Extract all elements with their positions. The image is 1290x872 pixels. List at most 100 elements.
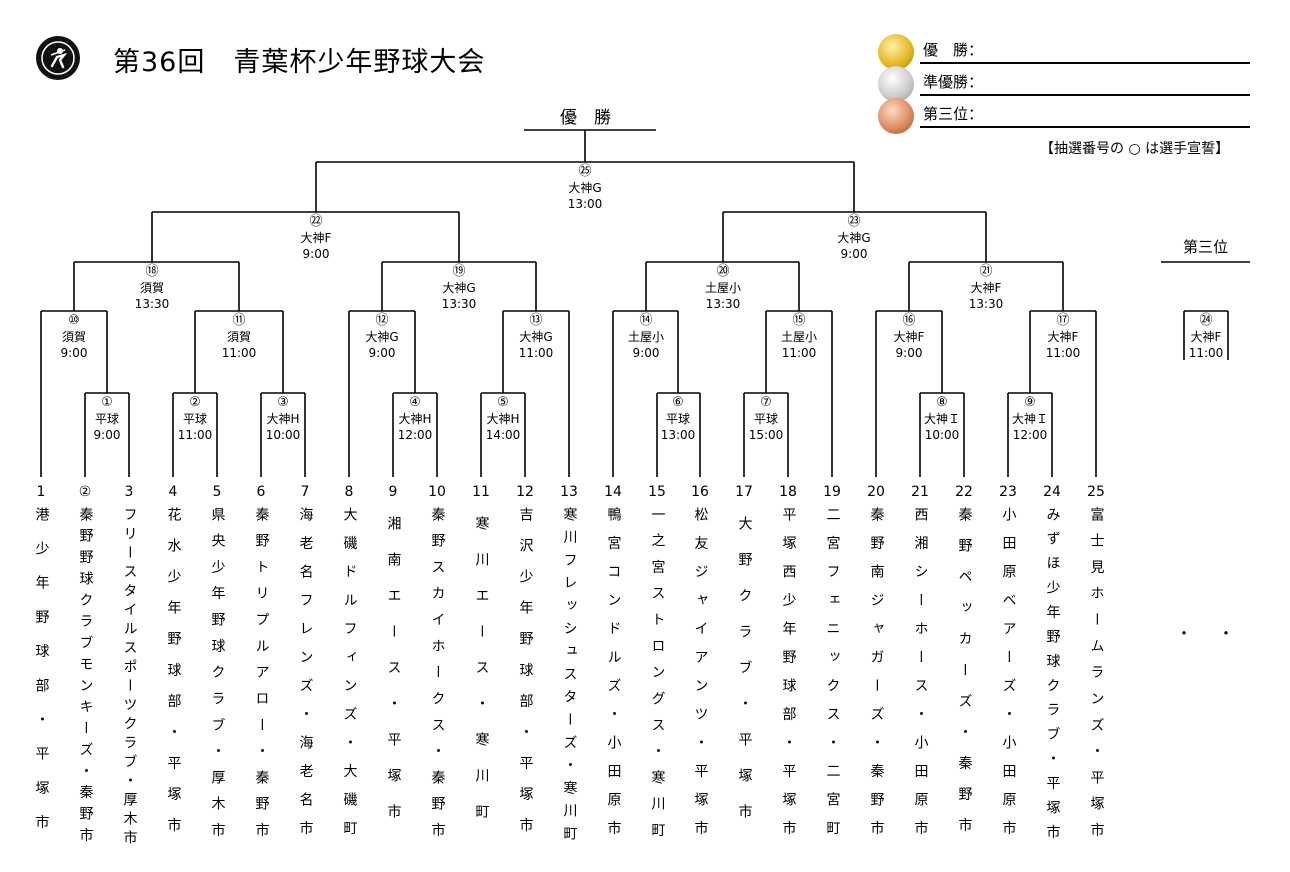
champion-row: 優 勝：: [878, 34, 1250, 70]
team-number: 8: [344, 484, 354, 500]
team-number: 12: [516, 484, 534, 500]
match-num: ⑳: [716, 264, 730, 279]
team-number: 21: [911, 484, 929, 500]
match-time: 9:00: [895, 346, 923, 360]
team-name: 二宮フェニックス・二宮町: [824, 507, 841, 849]
match-time: 11:00: [177, 428, 213, 442]
match-time: 9:00: [93, 428, 121, 442]
match-venue: 土屋小: [704, 281, 741, 295]
team-name: 秦野南ジャガーズ・秦野市: [868, 507, 885, 849]
match-time: 11:00: [1188, 346, 1224, 360]
team-number: 7: [300, 484, 310, 500]
match-time: 10:00: [924, 428, 960, 442]
third-place-row: 第三位：: [878, 98, 1250, 134]
team-number: 13: [560, 484, 578, 500]
team-name: 鴨宮コンドルズ・小田原市: [605, 507, 622, 849]
team-name: 寒川フレッシュスターズ・寒川町: [561, 507, 578, 849]
match-venue: 大神F: [1190, 330, 1222, 344]
team-number: 3: [124, 484, 134, 500]
team-entry: 21 西湘シーホース・小田原市: [902, 483, 938, 849]
team-number: 14: [604, 484, 622, 500]
match-venue: 平球: [182, 412, 207, 426]
match-venue: 大神F: [1047, 330, 1079, 344]
team-name: 寒川エース・寒川町: [473, 516, 490, 840]
team-name: 秦野野球クラブモンキーズ・秦野市: [77, 507, 94, 849]
match-venue: 大神Ｉ: [1011, 412, 1048, 426]
team-name: みずほ少年野球クラブ・平塚市: [1044, 507, 1061, 849]
match-num: ④: [409, 395, 421, 410]
match-time: 13:30: [968, 297, 1004, 311]
match-num: ⑤: [497, 395, 509, 410]
team-name: 小田原ベアーズ・小田原市: [1000, 507, 1017, 849]
match-num: ㉔: [1199, 313, 1213, 328]
match-time: 11:00: [221, 346, 257, 360]
team-name: 港少年野球部・平塚市: [33, 507, 50, 849]
match-venue: 大神G: [519, 330, 553, 344]
team-entry: 8 大磯ドルフィンズ・大磯町: [331, 483, 367, 849]
team-name: 西湘シーホース・小田原市: [912, 507, 929, 849]
match-num: ⑯: [902, 313, 916, 328]
match-time: 13:30: [134, 297, 170, 311]
team-number: 25: [1087, 484, 1105, 500]
match-num: ⑦: [760, 395, 772, 410]
match-venue: 大神H: [266, 412, 300, 426]
third-place-heading: 第三位: [1183, 238, 1229, 256]
team-number: 11: [472, 484, 490, 500]
team-name: 大磯ドルフィンズ・大磯町: [341, 507, 358, 849]
champion-line: [920, 62, 1250, 64]
team-number: 15: [648, 484, 666, 500]
team-number: 17: [735, 484, 753, 500]
match-num: ①: [101, 395, 113, 410]
match-num: ⑬: [529, 313, 543, 328]
match-num: ㉑: [979, 264, 993, 279]
team-number: 5: [212, 484, 222, 500]
match-time: 9:00: [632, 346, 660, 360]
match-time: 15:00: [748, 428, 784, 442]
match-time: 11:00: [518, 346, 554, 360]
runner-up-label: 準優勝：: [923, 73, 984, 91]
third-place-label: 第三位：: [923, 105, 984, 123]
team-name: 秦野ペッカーズ・秦野市: [956, 507, 973, 849]
match-num: ⑧: [936, 395, 948, 410]
team-name: 大野クラブ・平塚市: [736, 516, 753, 840]
match-time: 11:00: [1045, 346, 1081, 360]
match-num: ③: [277, 395, 289, 410]
match-venue: 土屋小: [780, 330, 817, 344]
match-time: 14:00: [485, 428, 521, 442]
match-num: ⑭: [639, 313, 653, 328]
team-number: 9: [388, 484, 398, 500]
team-number: 18: [779, 484, 797, 500]
team-name: 秦野スカイホークス・秦野市: [429, 507, 446, 849]
gold-medal-icon: [878, 34, 914, 70]
team-name: 一之宮ストロングス・寒川町: [649, 507, 666, 849]
match-num: ⑥: [672, 395, 684, 410]
match-num: ⑮: [792, 313, 806, 328]
match-num: ㉒: [309, 214, 323, 229]
match-time: 9:00: [368, 346, 396, 360]
match-venue: 大神F: [300, 231, 332, 245]
team-entry: 15 一之宮ストロングス・寒川町: [639, 483, 675, 849]
